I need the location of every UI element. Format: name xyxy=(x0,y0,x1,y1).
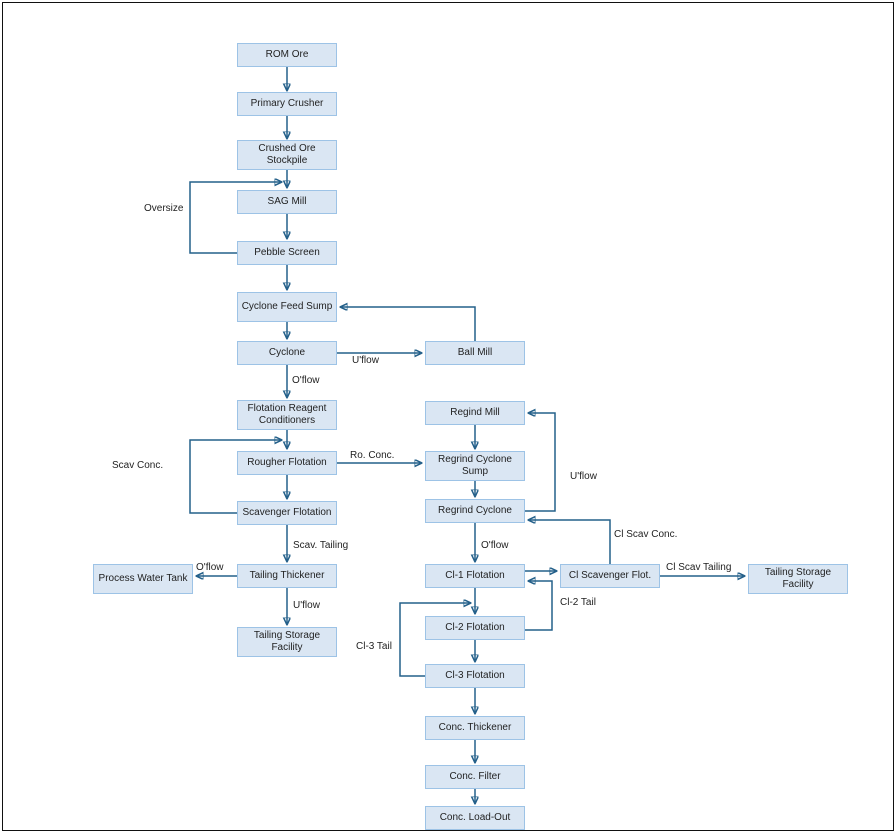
edge-regrindcyclone-uflow-to-mill xyxy=(525,413,556,512)
edge-label-oflow-process-water: O'flow xyxy=(196,562,224,573)
node-cl-scavenger-flot: Cl Scavenger Flot. xyxy=(560,564,660,588)
node-flotation-reagent-conditioners: Flotation Reagent Conditioners xyxy=(237,400,337,430)
edge-label-uflow-regrind-mill: U'flow xyxy=(570,471,597,482)
node-regrind-cyclone: Regrind Cyclone xyxy=(425,499,525,523)
edge-label-ro-conc: Ro. Conc. xyxy=(350,450,395,461)
edge-label-oversize: Oversize xyxy=(144,203,184,214)
edge-label-cl3-tail: Cl-3 Tail xyxy=(356,641,392,652)
edge-label-cl-scav-tailing: Cl Scav Tailing xyxy=(666,562,732,573)
node-regrind-cyclone-sump: Regrind Cyclone Sump xyxy=(425,451,525,481)
node-conc-filter: Conc. Filter xyxy=(425,765,525,789)
node-tailing-thickener: Tailing Thickener xyxy=(237,564,337,588)
node-cyclone-feed-sump: Cyclone Feed Sump xyxy=(237,292,337,322)
node-crushed-ore-stockpile: Crushed Ore Stockpile xyxy=(237,140,337,170)
node-ball-mill: Ball Mill xyxy=(425,341,525,365)
node-conc-thickener: Conc. Thickener xyxy=(425,716,525,740)
edge-ballmill-to-sump xyxy=(341,307,476,341)
node-cl3-flotation: Cl-3 Flotation xyxy=(425,664,525,688)
edge-label-oflow-conditioners: O'flow xyxy=(292,375,320,386)
edge-label-cl-scav-conc: Cl Scav Conc. xyxy=(614,529,678,540)
node-scavenger-flotation: Scavenger Flotation xyxy=(237,501,337,525)
edge-label-uflow-tailing-storage: U'flow xyxy=(293,600,320,611)
node-sag-mill: SAG Mill xyxy=(237,190,337,214)
node-pebble-screen: Pebble Screen xyxy=(237,241,337,265)
edge-clscavconc-return xyxy=(529,520,611,564)
edge-label-cl2-tail: Cl-2 Tail xyxy=(560,597,596,608)
node-cl1-flotation: Cl-1 Flotation xyxy=(425,564,525,588)
node-primary-crusher: Primary Crusher xyxy=(237,92,337,116)
edge-label-oflow-cl1: O'flow xyxy=(481,540,509,551)
node-tailing-storage-facility-left: Tailing Storage Facility xyxy=(237,627,337,657)
edge-cl3tail-return xyxy=(399,603,470,677)
edge-label-scav-conc: Scav Conc. xyxy=(112,460,164,471)
node-rom-ore: ROM Ore xyxy=(237,43,337,67)
node-cl2-flotation: Cl-2 Flotation xyxy=(425,616,525,640)
edge-cl2tail-return xyxy=(525,581,553,631)
node-tailing-storage-facility-right: Tailing Storage Facility xyxy=(748,564,848,594)
edge-label-uflow-ball-mill: U'flow xyxy=(352,355,379,366)
edge-pebble-oversize-to-sag xyxy=(189,182,281,254)
node-rougher-flotation: Rougher Flotation xyxy=(237,451,337,475)
edge-scavconc-return xyxy=(189,440,281,514)
node-conc-load-out: Conc. Load-Out xyxy=(425,806,525,830)
node-process-water-tank: Process Water Tank xyxy=(93,564,193,594)
node-regrind-mill: Regind Mill xyxy=(425,401,525,425)
edge-label-scav-tailing: Scav. Tailing xyxy=(293,540,349,551)
node-cyclone: Cyclone xyxy=(237,341,337,365)
